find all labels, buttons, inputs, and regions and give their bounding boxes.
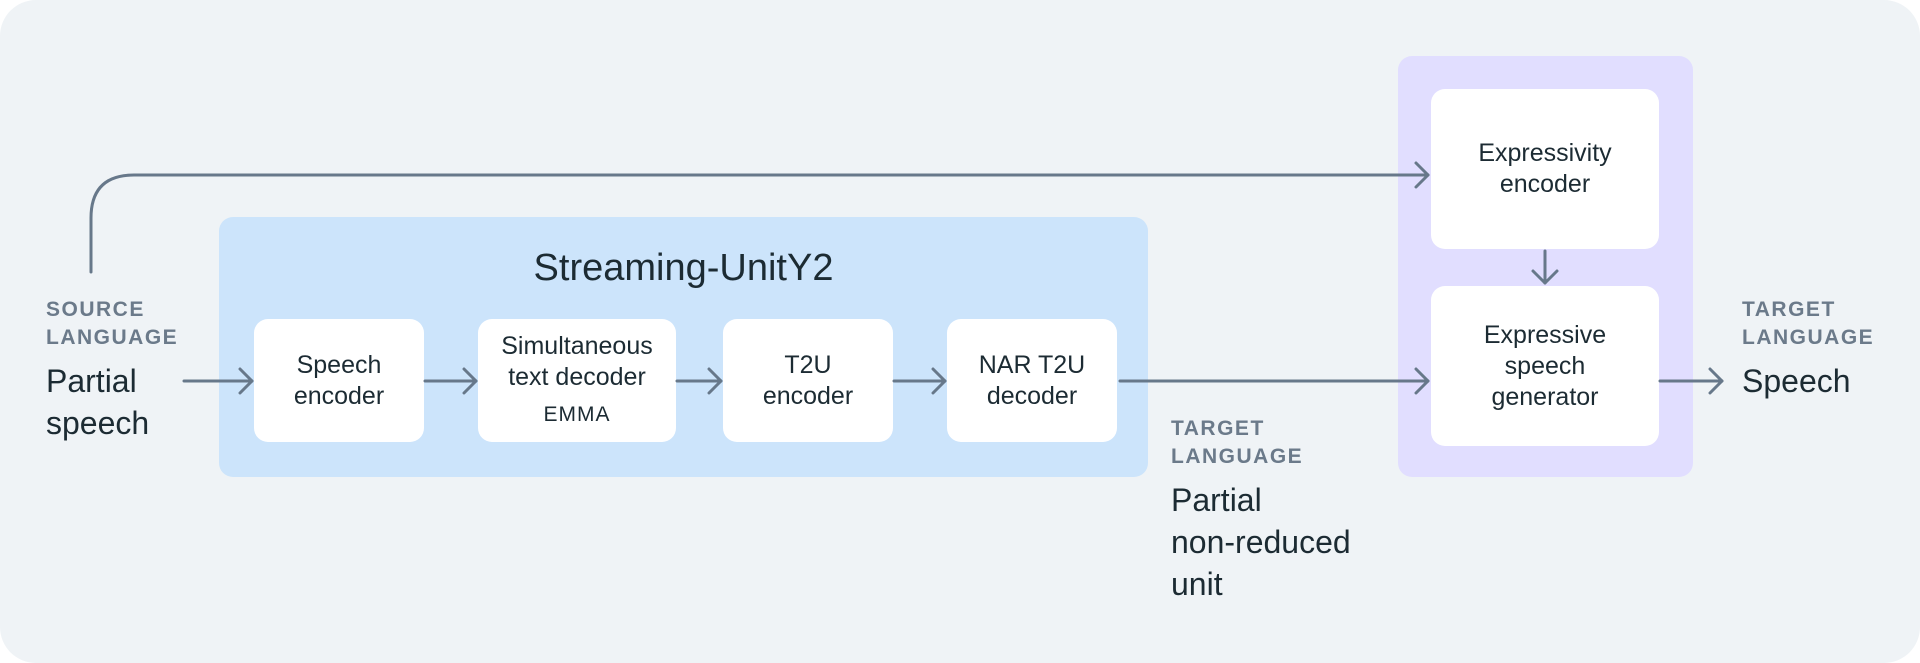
source-arrowhead: [238, 367, 254, 395]
expressivity-encoder-label: Expressivity encoder: [1478, 139, 1612, 198]
t2u-encoder-box: T2U encoder: [723, 319, 893, 442]
speech-generator-label: Expressive speech generator: [1483, 320, 1607, 411]
streaming-unity2-title: Streaming-UnitY2: [533, 247, 834, 289]
text-decoder-box: Simultaneous text decoder EMMA: [478, 319, 676, 442]
bypass-arrowhead: [1414, 161, 1430, 189]
speech-generator-box: Expressive speech generator: [1431, 286, 1659, 446]
source-language-tag: SOURCE LANGUAGE: [46, 298, 179, 349]
source-caption: SOURCE LANGUAGE Partial speech: [46, 296, 178, 444]
text-decoder-label: Simultaneous text decoder: [501, 332, 653, 391]
target-language-tag: TARGET LANGUAGE: [1742, 298, 1875, 349]
expressivity-down-arrowhead: [1531, 269, 1559, 285]
t2u-nar-arrowhead: [931, 367, 947, 395]
bypass-connector: [89, 173, 1430, 274]
unit-caption: TARGET LANGUAGE Partial non-reduced unit: [1171, 415, 1351, 605]
target-caption: TARGET LANGUAGE Speech: [1742, 296, 1874, 402]
t2u-encoder-label: T2U encoder: [762, 350, 854, 410]
unit-arrowhead: [1414, 367, 1430, 395]
unit-language-tag: TARGET LANGUAGE: [1171, 417, 1304, 468]
speech-encoder-label: Speech encoder: [293, 350, 385, 410]
encoder-decoder-arrowhead: [462, 367, 478, 395]
expressivity-encoder-box: Expressivity encoder: [1431, 89, 1659, 249]
speech-encoder-box: Speech encoder: [254, 319, 424, 442]
target-speech: Speech: [1742, 363, 1851, 399]
nar-t2u-decoder-box: NAR T2U decoder: [947, 319, 1117, 442]
output-arrowhead: [1708, 367, 1724, 395]
decoder-t2u-arrowhead: [707, 367, 723, 395]
source-partial-speech: Partial speech: [46, 363, 150, 441]
nar-t2u-decoder-label: NAR T2U decoder: [978, 350, 1086, 410]
unit-partial-non-reduced: Partial non-reduced unit: [1171, 482, 1351, 602]
text-decoder-sublabel: EMMA: [543, 403, 611, 426]
